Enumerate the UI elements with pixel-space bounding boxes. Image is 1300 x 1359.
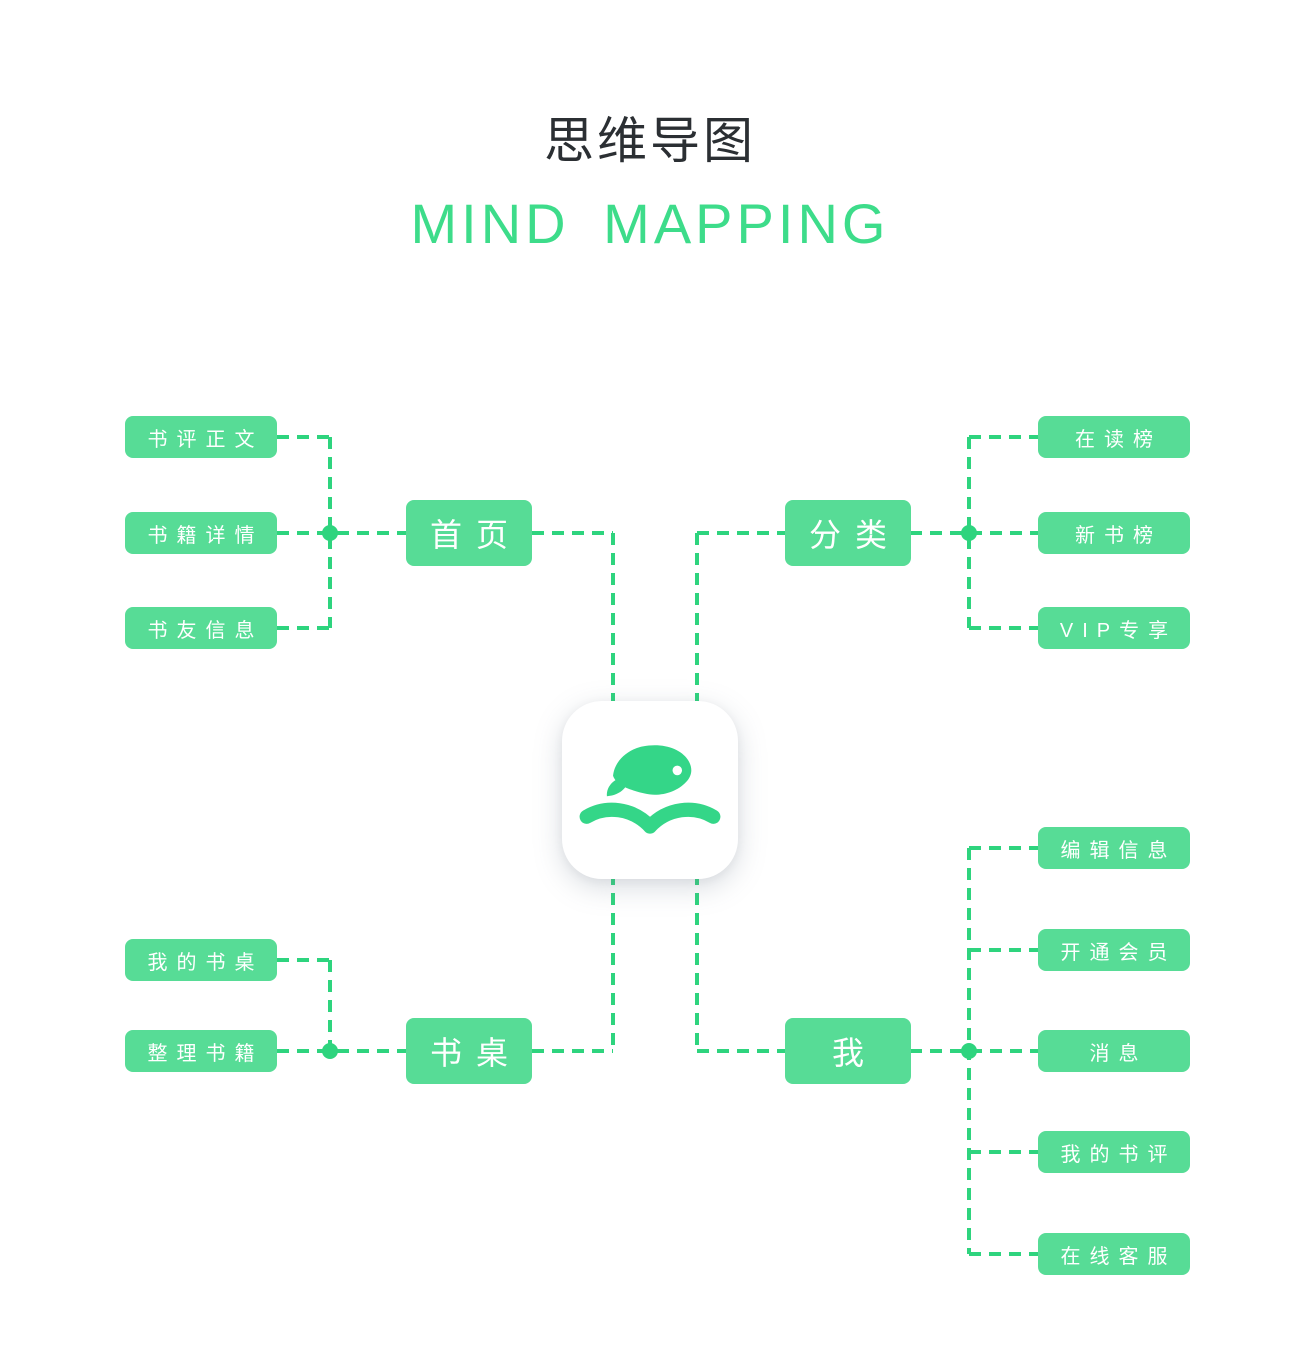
page-title: 思维导图 bbox=[544, 113, 756, 169]
junction-dot-desk bbox=[322, 1043, 338, 1059]
node-my-desk: 我的书桌 bbox=[125, 939, 277, 981]
node-book-detail: 书籍详情 bbox=[125, 512, 277, 554]
node-join-membership-label: 开通会员 bbox=[1060, 941, 1177, 964]
node-my-reviews-label: 我的书评 bbox=[1060, 1143, 1177, 1166]
node-home-label: 首页 bbox=[429, 517, 522, 553]
node-reading-rank: 在读榜 bbox=[1038, 416, 1190, 458]
app-logo bbox=[562, 701, 738, 879]
node-vip-exclusive: VIP专享 bbox=[1038, 607, 1190, 649]
node-new-book-rank: 新书榜 bbox=[1038, 512, 1190, 554]
node-desk: 书桌 bbox=[406, 1018, 532, 1084]
page-subtitle: MIND MAPPING bbox=[410, 192, 890, 255]
node-organize-books-label: 整理书籍 bbox=[147, 1042, 264, 1065]
node-vip-exclusive-label: VIP专享 bbox=[1059, 619, 1178, 642]
fish-over-book-icon bbox=[579, 745, 721, 834]
node-book-friend-info: 书友信息 bbox=[125, 607, 277, 649]
node-reading-rank-label: 在读榜 bbox=[1075, 428, 1162, 451]
node-messages-label: 消息 bbox=[1089, 1042, 1148, 1065]
junction-dot-category bbox=[961, 525, 977, 541]
node-category: 分类 bbox=[785, 500, 911, 566]
node-me: 我 bbox=[785, 1018, 911, 1084]
node-edit-profile: 编辑信息 bbox=[1038, 827, 1190, 869]
node-edit-profile-label: 编辑信息 bbox=[1060, 839, 1177, 862]
node-online-service: 在线客服 bbox=[1038, 1233, 1190, 1275]
node-new-book-rank-label: 新书榜 bbox=[1075, 524, 1162, 547]
node-home: 首页 bbox=[406, 500, 532, 566]
node-category-label: 分类 bbox=[808, 517, 901, 553]
node-my-reviews: 我的书评 bbox=[1038, 1131, 1190, 1173]
node-book-detail-label: 书籍详情 bbox=[147, 524, 264, 547]
node-join-membership: 开通会员 bbox=[1038, 929, 1190, 971]
node-messages: 消息 bbox=[1038, 1030, 1190, 1072]
node-review-content: 书评正文 bbox=[125, 416, 277, 458]
node-desk-label: 书桌 bbox=[429, 1035, 522, 1071]
junction-dot-me bbox=[961, 1043, 977, 1059]
node-me-label: 我 bbox=[831, 1035, 878, 1071]
node-my-desk-label: 我的书桌 bbox=[147, 951, 264, 974]
node-review-content-label: 书评正文 bbox=[147, 428, 264, 451]
node-organize-books: 整理书籍 bbox=[125, 1030, 277, 1072]
node-online-service-label: 在线客服 bbox=[1060, 1245, 1177, 1268]
junction-dot-home bbox=[322, 525, 338, 541]
node-book-friend-info-label: 书友信息 bbox=[147, 619, 264, 642]
